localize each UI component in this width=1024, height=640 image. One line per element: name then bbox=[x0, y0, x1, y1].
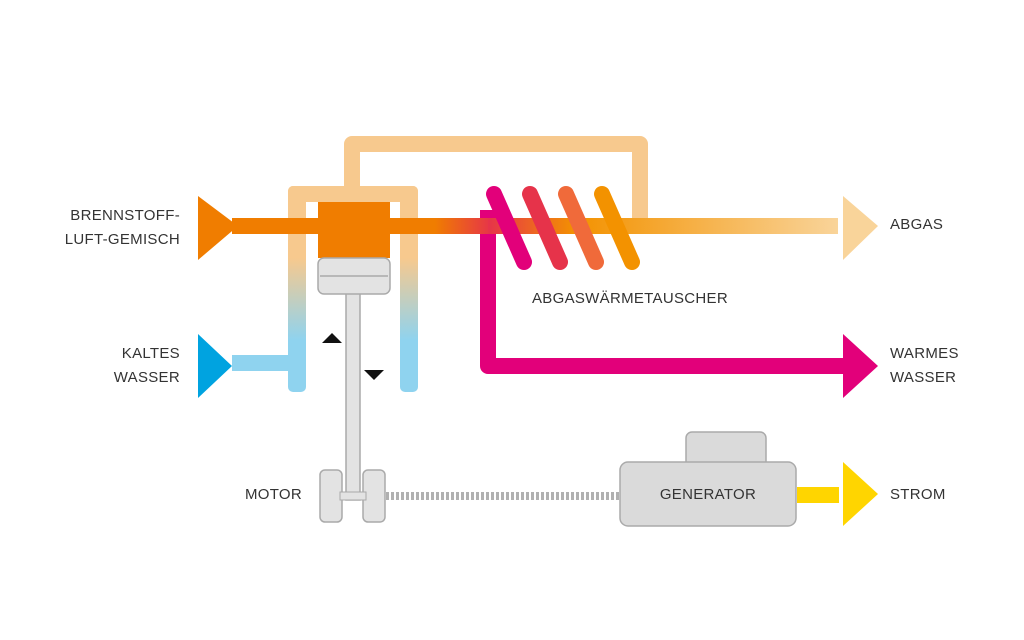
power-arrow bbox=[843, 462, 878, 526]
generator bbox=[619, 431, 797, 527]
warm-water-pipe bbox=[480, 210, 848, 374]
motor bbox=[319, 469, 386, 523]
exhaust-loop bbox=[344, 136, 648, 226]
combustion-chamber bbox=[318, 202, 390, 258]
up-arrow-icon bbox=[322, 333, 342, 343]
exhaust-arrow bbox=[843, 196, 878, 260]
warm-water-label-line1: WARMES bbox=[890, 345, 959, 362]
engine-housing bbox=[288, 186, 418, 392]
cold-water-arrow bbox=[198, 334, 232, 398]
cold-water-label-line1: KALTES bbox=[122, 345, 180, 362]
cold-water-pipe bbox=[232, 355, 298, 371]
motor-label: MOTOR bbox=[245, 486, 302, 503]
fuel-arrow bbox=[198, 196, 238, 260]
heat-exchanger-coil bbox=[486, 186, 640, 270]
exhaust-label: ABGAS bbox=[890, 216, 943, 233]
cold-water-label-line2: WASSER bbox=[114, 369, 180, 386]
generator-label: GENERATOR bbox=[660, 486, 756, 503]
piston bbox=[317, 257, 391, 501]
power-label: STROM bbox=[890, 486, 946, 503]
fuel-label-line2: LUFT-GEMISCH bbox=[65, 231, 180, 248]
power-line bbox=[797, 487, 839, 503]
fuel-label-line1: BRENNSTOFF- bbox=[70, 207, 180, 224]
warm-water-label-line2: WASSER bbox=[890, 369, 956, 386]
down-arrow-icon bbox=[364, 370, 384, 380]
heat-exchanger-label: ABGASWÄRMETAUSCHER bbox=[532, 290, 728, 307]
warm-water-arrow bbox=[843, 334, 878, 398]
